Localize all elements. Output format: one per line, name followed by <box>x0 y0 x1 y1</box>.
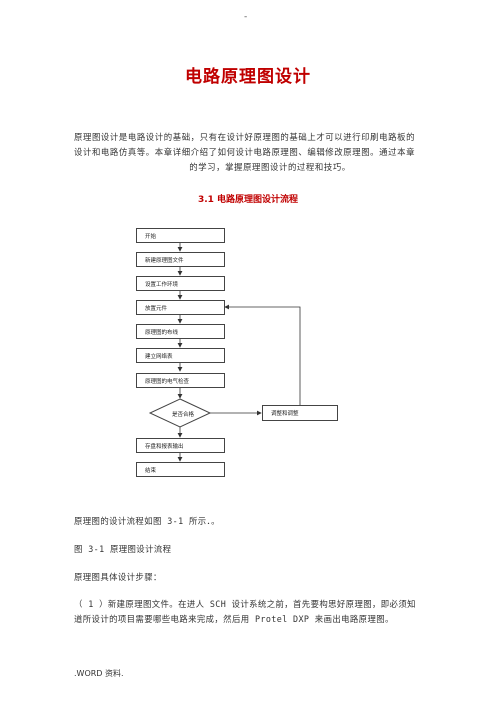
section-heading: 3.1 电路原理图设计流程 <box>197 195 299 205</box>
body-para-1: 原理图的设计流程如图 3-1 所示．。 <box>74 516 220 526</box>
body-para-4-line-1: （ 1 ）新建原理图文件。在进人 SCH 设计系统之前，首先要构思好原理图，即必… <box>74 599 416 609</box>
body-para-3: 原理图具体设计步骤： <box>74 572 162 582</box>
flow-step-save-output: 存盘和报表输出 <box>136 438 225 453</box>
body-para-4: （ 1 ）新建原理图文件。在进人 SCH 设计系统之前，首先要构思好原理图，即必… <box>74 597 466 627</box>
body-para-4-line-2: 道所设计的项目需要哪些电路来完成，然后用 Protel DXP 来画出电路原理图… <box>74 614 394 624</box>
flow-step-end: 结束 <box>136 462 225 477</box>
intro-paragraph: 原理图设计是电路设计的基础，只有在设计好原理图的基础上才可以进行印刷电路板的 设… <box>74 130 466 175</box>
footer-text: .WORD 资料. <box>74 669 124 678</box>
flow-step-place-parts: 放置元件 <box>136 300 225 315</box>
flow-side-adjust: 调整和调整 <box>262 405 338 421</box>
flow-step-environment: 设置工作环境 <box>136 276 225 291</box>
decision-diamond <box>148 398 212 428</box>
page-title: 电路原理图设计 <box>185 67 311 87</box>
flow-step-erc: 原理图的电气检查 <box>136 373 225 388</box>
intro-line-1: 原理图设计是电路设计的基础，只有在设计好原理图的基础上才可以进行印刷电路板的 <box>74 132 416 142</box>
figure-caption: 图 3-1 原理图设计流程 <box>74 544 172 554</box>
decision-label: 是否合格 <box>172 410 195 418</box>
flow-step-netlist: 建立网络表 <box>136 348 225 363</box>
intro-line-3: 的学习，掌握原理图设计的过程和技巧。 <box>189 162 351 172</box>
intro-line-2: 设计和电路仿真等。本章详细介绍了如何设计电路原理图、编辑修改原理图。通过本章 <box>74 147 416 157</box>
flow-step-wiring: 原理图的布线 <box>136 324 225 339</box>
loop-back-arrow <box>224 304 301 405</box>
flow-step-new-file: 新建原理图文件 <box>136 252 225 267</box>
header-mark: - <box>244 12 248 22</box>
flow-step-start: 开始 <box>136 228 225 243</box>
